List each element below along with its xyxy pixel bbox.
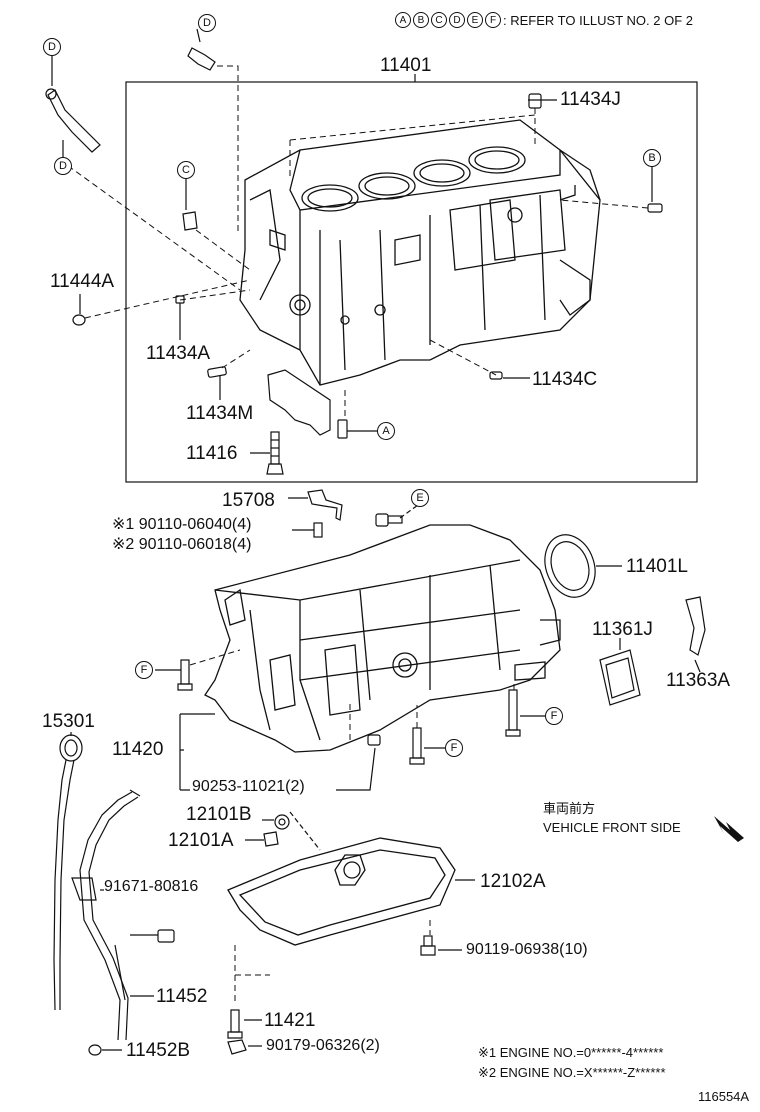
oring-11452B (88, 1044, 102, 1056)
bolt-90119 (420, 935, 462, 956)
label-11434C: 11434C (532, 369, 598, 390)
label-11452: 11452 (156, 986, 208, 1007)
label-91671: 91671-80816 (104, 878, 199, 895)
label-11420: 11420 (112, 739, 164, 760)
gasket-11363A (685, 596, 706, 656)
plug-c (182, 211, 198, 231)
cylinder-block-frame (125, 81, 698, 483)
legend-circle-f: F (485, 12, 501, 28)
drain-plug-12101A (263, 831, 279, 847)
dowel-11434J (528, 93, 542, 109)
callout-d-top: D (198, 14, 216, 32)
bolt-11416 (266, 431, 284, 475)
cylinder-block (239, 119, 601, 386)
guide-11452 (71, 789, 175, 1041)
pin-11434M (207, 366, 227, 378)
legend-circle-b: B (413, 12, 429, 28)
sensor-d (47, 89, 101, 153)
label-90119: 90119-06938(10) (466, 941, 588, 958)
bolt-e (375, 504, 419, 527)
callout-f-right: F (545, 707, 563, 725)
figure-id: 116554A (698, 1089, 750, 1104)
front-arrow (714, 816, 744, 842)
engine-note-1: ※1 ENGINE NO.=0******-4****** (478, 1045, 664, 1060)
label-12101B: 12101B (186, 804, 252, 825)
header-legend: A B C D E F : REFER TO ILLUST NO. 2 OF 2 (395, 12, 693, 28)
label-11434A: 11434A (146, 343, 211, 364)
legend-circle-a: A (395, 12, 411, 28)
label-15708: 15708 (222, 490, 275, 511)
label-bolt-2: ※2 90110-06018(4) (112, 536, 252, 553)
callout-d-left: D (43, 38, 61, 56)
bolt-f2 (505, 689, 546, 737)
label-11434M: 11434M (186, 403, 254, 424)
label-15301: 15301 (42, 711, 95, 732)
label-12101A: 12101A (168, 830, 234, 851)
callout-f-mid: F (445, 739, 463, 757)
label-11363A: 11363A (666, 670, 731, 691)
callout-a: A (377, 422, 395, 440)
label-11401: 11401 (380, 55, 432, 76)
crankcase-11420 (204, 524, 561, 753)
legend-text: : REFER TO ILLUST NO. 2 OF 2 (503, 12, 693, 28)
front-side-en: VEHICLE FRONT SIDE (543, 820, 681, 835)
callout-e: E (411, 489, 429, 507)
gasket-11361J (599, 638, 641, 706)
oil-jet-15708 (288, 489, 343, 521)
callout-c: C (177, 161, 195, 179)
bolt-90110 (292, 522, 323, 538)
nut-90179 (227, 1039, 247, 1055)
label-11452B: 11452B (126, 1040, 191, 1061)
pin-B (647, 203, 663, 213)
label-11421: 11421 (264, 1010, 316, 1031)
label-11361J: 11361J (592, 619, 653, 640)
stud-11421 (227, 1009, 262, 1039)
label-12102A: 12102A (480, 871, 546, 892)
legend-circle-e: E (467, 12, 483, 28)
label-11416: 11416 (186, 443, 238, 464)
oil-seal-11401L (544, 534, 622, 598)
label-11434J: 11434J (560, 89, 621, 110)
label-11401L: 11401L (626, 556, 688, 577)
label-90253: 90253-11021(2) (192, 778, 305, 795)
dowel-90253 (367, 734, 381, 746)
bolt-f1 (155, 659, 193, 691)
label-90179: 90179-06326(2) (266, 1037, 380, 1054)
legend-circle-c: C (431, 12, 447, 28)
dowel-A (337, 419, 348, 439)
callout-f-left: F (135, 661, 153, 679)
label-bolt-1: ※1 90110-06040(4) (112, 516, 252, 533)
dipstick-15301 (53, 732, 83, 1011)
callout-b: B (643, 149, 661, 167)
label-11444A: 11444A (50, 271, 115, 292)
pin-11434C (489, 371, 503, 380)
engine-note-2: ※2 ENGINE NO.=X******-Z****** (478, 1065, 666, 1080)
plug-11444A (72, 314, 86, 326)
sensor-d2 (187, 47, 216, 71)
front-side-jp: 車両前方 (543, 801, 596, 816)
oil-pan-12102A (227, 837, 475, 946)
bolt-f3 (409, 727, 446, 765)
washer-12101B (274, 814, 290, 830)
bearing-cap (267, 369, 331, 436)
legend-circle-d: D (449, 12, 465, 28)
callout-d-lower: D (54, 157, 72, 175)
